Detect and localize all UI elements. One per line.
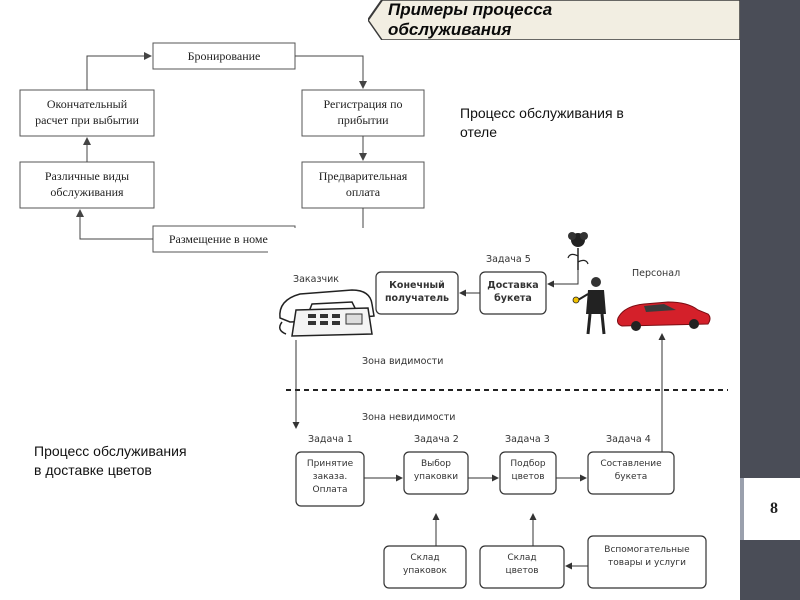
box-services <box>19 161 155 209</box>
box-booking-label: Бронирование <box>188 49 261 63</box>
arrow-booking-registration <box>295 55 367 89</box>
box-accept-label3: Оплата <box>313 485 348 495</box>
label-customer: Заказчик <box>293 274 339 285</box>
box-placement-label: Размещение в номере <box>169 232 279 246</box>
arrow-final-booking <box>86 52 152 90</box>
box-accept <box>295 451 365 507</box>
slide-title-line1: Примеры процесса <box>388 0 553 19</box>
box-final-label1: Окончательный <box>47 97 128 111</box>
box-booking <box>152 42 296 70</box>
box-recipient-label2: получатель <box>385 293 449 304</box>
label-staff: Персонал <box>632 268 680 279</box>
arrow-placement-services <box>76 209 153 240</box>
box-pack-select-label1: Выбор <box>421 459 451 469</box>
title-tab <box>368 0 740 40</box>
box-aux <box>587 535 707 589</box>
slide-title-line2: обслуживания <box>388 20 512 39</box>
box-services-label1: Различные виды <box>45 169 129 183</box>
page-number: 8 <box>740 478 800 540</box>
flower-icon <box>567 232 589 270</box>
telephone-icon <box>279 289 375 337</box>
label-task4: Задача 4 <box>606 434 651 445</box>
label-task5: Задача 5 <box>486 254 531 265</box>
box-accept-label1: Принятие <box>307 459 354 469</box>
hotel-diagram-bg <box>14 40 432 258</box>
label-task3: Задача 3 <box>505 434 550 445</box>
box-pack-select <box>403 451 469 495</box>
box-registration-label2: прибытии <box>337 113 389 127</box>
box-final-label2: расчет при выбытии <box>35 113 139 127</box>
box-pack-stock-label2: упаковок <box>403 566 447 576</box>
box-pack-stock <box>383 545 467 589</box>
box-flower-stock-label2: цветов <box>505 566 538 576</box>
hotel-caption-line1: Процесс обслуживания в <box>460 105 624 121</box>
box-final <box>19 89 155 137</box>
box-recipient-label1: Конечный <box>389 280 445 291</box>
diagrams-canvas: Бронирование Регистрация по прибытии Пре… <box>14 40 736 598</box>
box-aux-label1: Вспомогательные <box>604 545 690 555</box>
box-accept-label2: заказа. <box>313 472 347 482</box>
slide-title: Примеры процесса обслуживания <box>388 0 728 40</box>
box-prepayment-label1: Предварительная <box>319 169 408 183</box>
delivery-person-icon <box>572 277 606 335</box>
hotel-caption-line2: отеле <box>460 124 498 140</box>
box-aux-label2: товары и услуги <box>608 558 686 568</box>
box-flower-select-label2: цветов <box>511 472 544 482</box>
hotel-diagram: Бронирование Регистрация по прибытии Пре… <box>14 40 432 258</box>
box-flower-stock <box>479 545 565 589</box>
flowers-caption-line2: в доставке цветов <box>34 462 152 478</box>
flowers-caption-line1: Процесс обслуживания <box>34 443 187 459</box>
box-compose-label1: Составление <box>600 459 662 469</box>
hotel-caption: Процесс обслуживания в отеле <box>460 104 624 142</box>
box-recipient <box>375 271 459 315</box>
box-delivery-label2: букета <box>494 293 532 304</box>
label-task1: Задача 1 <box>308 434 353 445</box>
box-compose-label2: букета <box>615 472 648 482</box>
box-pack-select-label2: упаковки <box>414 472 458 482</box>
label-visible-zone: Зона видимости <box>362 356 443 367</box>
label-task2: Задача 2 <box>414 434 459 445</box>
box-registration-label1: Регистрация по <box>323 97 402 111</box>
box-services-label2: обслуживания <box>50 185 124 199</box>
box-flower-stock-label1: Склад <box>507 553 536 563</box>
box-compose <box>587 451 675 495</box>
box-flower-select <box>499 451 557 495</box>
arrow-flower-delivery <box>547 270 579 288</box>
box-pack-stock-label1: Склад <box>410 553 439 563</box>
box-flower-select-label1: Подбор <box>510 459 546 469</box>
box-prepayment-label2: оплата <box>346 185 381 199</box>
flowers-caption: Процесс обслуживания в доставке цветов <box>34 442 187 480</box>
label-invisible-zone: Зона невидимости <box>362 412 455 423</box>
flowers-diagram: Заказчик Персонал Задача 5 Зона видимост… <box>268 228 736 598</box>
car-icon <box>617 301 711 331</box>
box-delivery-label1: Доставка <box>487 280 538 291</box>
